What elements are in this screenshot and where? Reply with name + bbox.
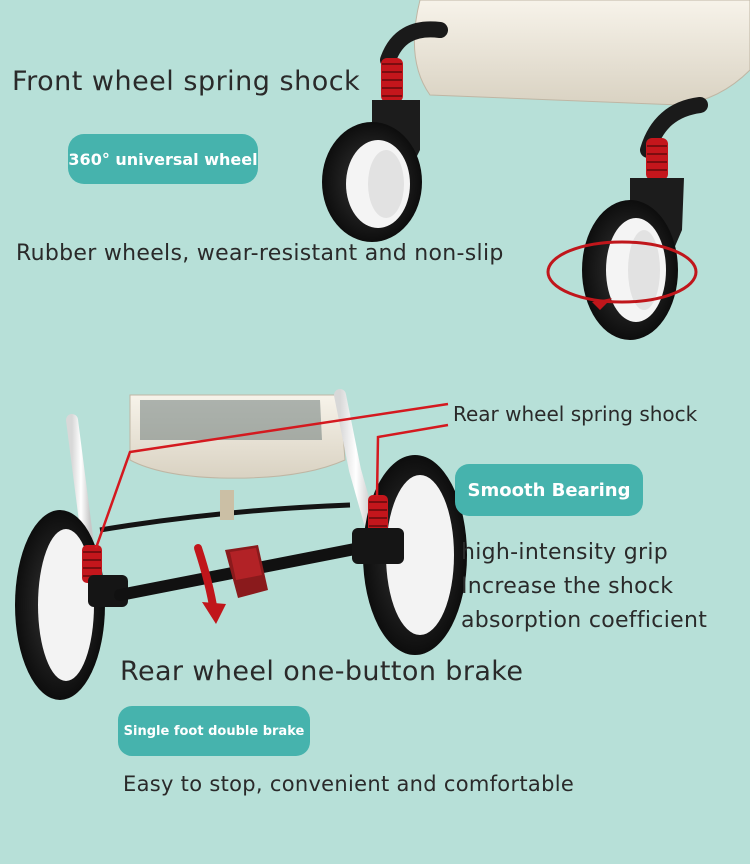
grip-line-3: absorption coefficient (461, 608, 708, 633)
rear-wheel-left (15, 510, 128, 700)
smooth-bearing-badge: Smooth Bearing (455, 464, 643, 516)
front-frame-tube-left (380, 21, 448, 68)
rear-spring-label: Rear wheel spring shock (453, 402, 698, 426)
front-title: Front wheel spring shock (12, 66, 361, 97)
grip-line-1: high-intensity grip (461, 540, 669, 565)
double-brake-badge: Single foot double brake (118, 706, 310, 756)
front-wheel-left (322, 58, 422, 242)
seat-cushion (413, 0, 750, 106)
brake-description: Easy to stop, convenient and comfortable (123, 772, 575, 796)
front-wheel-right (582, 138, 684, 340)
rear-spring-left (82, 545, 102, 583)
universal-wheel-badge: 360° universal wheel (68, 134, 258, 184)
grip-line-2: Increase the shock (461, 574, 674, 599)
front-description: Rubber wheels, wear-resistant and non-sl… (16, 241, 504, 266)
brake-title: Rear wheel one-button brake (120, 656, 524, 687)
brake-pedal (225, 545, 268, 598)
front-spring-right (646, 138, 668, 180)
rear-wheel-right (352, 455, 467, 655)
rotation-ring (546, 240, 698, 304)
callout-line-rear-right (375, 423, 449, 497)
callout-line-rear-left (94, 402, 449, 549)
rotation-arrow-icon (592, 298, 612, 310)
